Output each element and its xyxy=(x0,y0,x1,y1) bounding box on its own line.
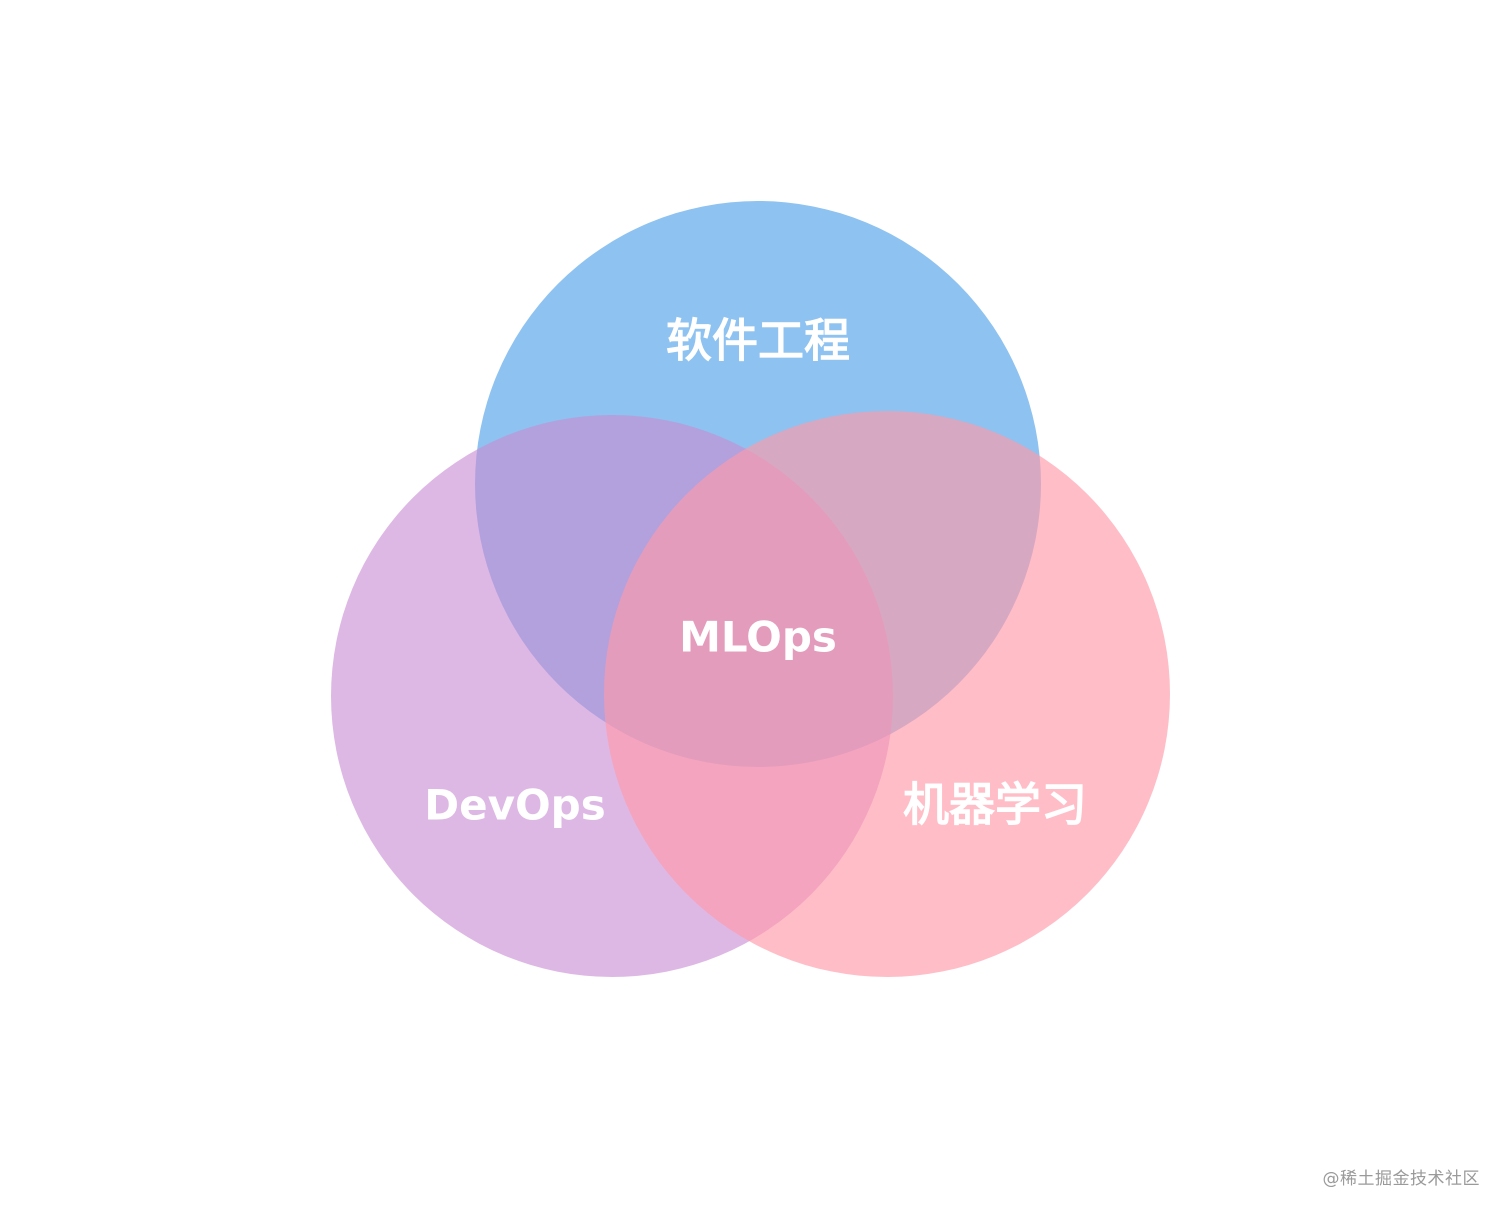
label-top: 软件工程 xyxy=(666,314,850,368)
label-center: MLOps xyxy=(679,613,837,662)
label-left: DevOps xyxy=(424,781,606,830)
watermark-text: @稀土掘金技术社区 xyxy=(1322,1169,1480,1189)
circle-right xyxy=(604,411,1170,977)
label-right: 机器学习 xyxy=(903,778,1087,832)
